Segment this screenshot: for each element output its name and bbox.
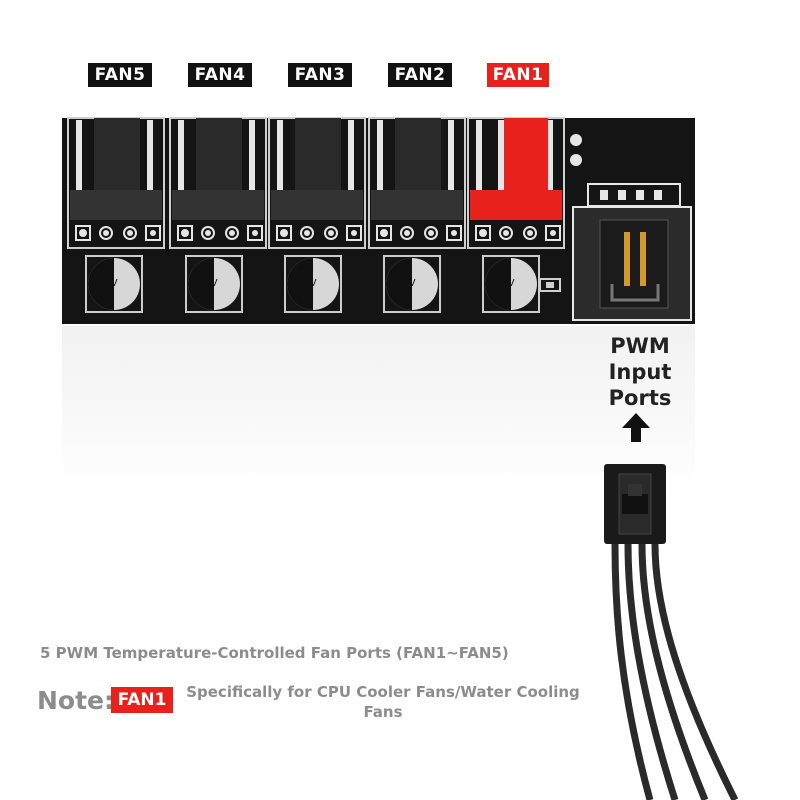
board-reflection — [62, 326, 695, 496]
fan2-label: FAN2 — [388, 63, 452, 87]
note-label: Note: — [37, 686, 115, 715]
fan4-label: FAN4 — [188, 63, 252, 87]
fan5-label: FAN5 — [88, 63, 152, 87]
ports-description: 5 PWM Temperature-Controlled Fan Ports (… — [40, 644, 509, 662]
pwm-input-ports-label: PWM Input Ports — [608, 334, 672, 410]
pwm-cable-connector-icon — [604, 464, 739, 800]
note-fan1-badge: FAN1 — [111, 687, 173, 713]
note-text: Specifically for CPU Cooler Fans/Water C… — [186, 683, 580, 721]
fan1-label: FAN1 — [487, 63, 549, 87]
circuit-board — [62, 118, 695, 324]
fan3-label: FAN3 — [288, 63, 352, 87]
